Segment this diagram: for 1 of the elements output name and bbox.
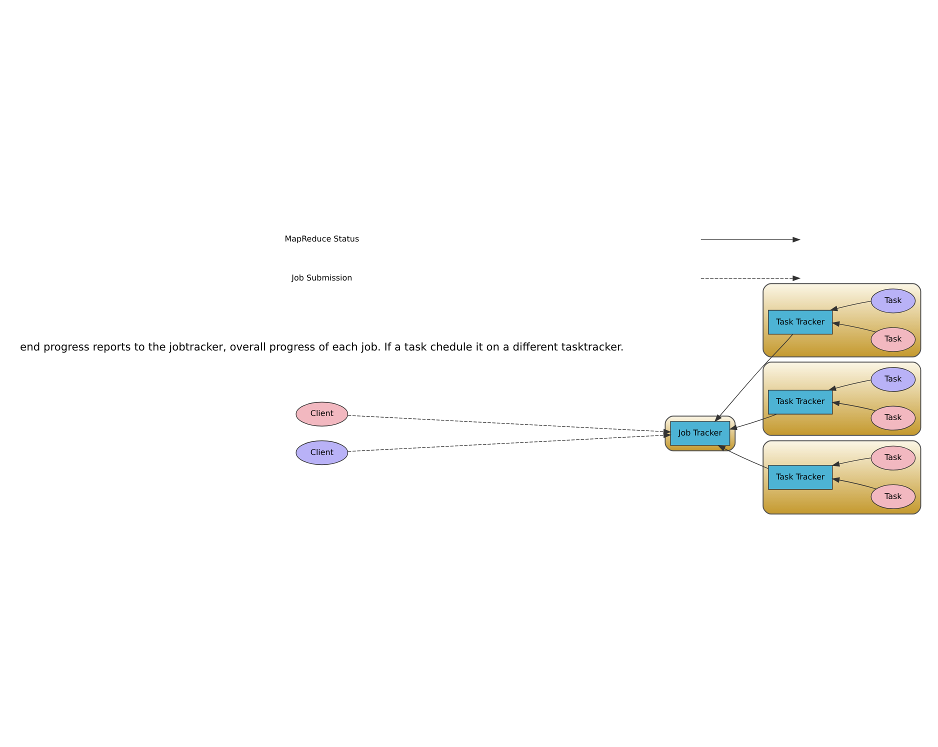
- label: end progress reports to the jobtracker, overall progress of each job. If a task chedule it on a different tasktracker.: [20, 340, 624, 354]
